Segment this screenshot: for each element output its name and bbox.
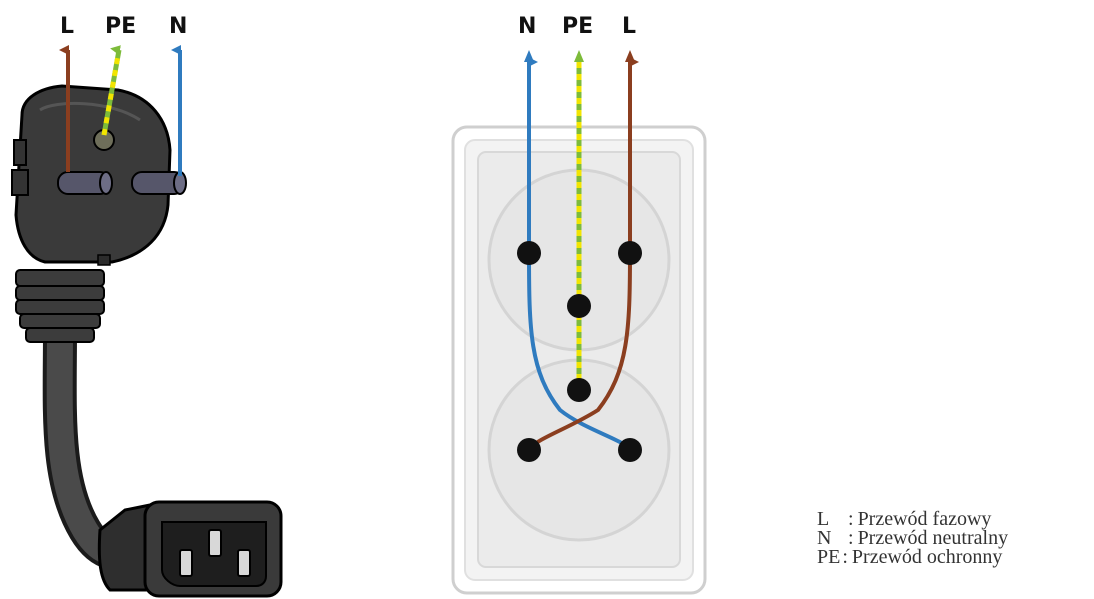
socket-earth-pin-lower <box>567 378 591 402</box>
socket-hole-n-lower <box>618 438 642 462</box>
legend-item-n: N:Przewód neutralny <box>817 527 1087 549</box>
legend-item-l: L:Przewód fazowy <box>817 508 1087 530</box>
legend: L:Przewód fazowy N:Przewód neutralny PE:… <box>817 508 1087 568</box>
socket-label-n: N <box>518 14 536 39</box>
legend-item-pe: PE:Przewód ochronny <box>817 546 1087 568</box>
socket-label-pe: PE <box>562 14 593 39</box>
iec-connector-icon <box>97 500 283 598</box>
legend-code: N <box>817 527 832 549</box>
legend-separator: : <box>848 527 854 549</box>
legend-code: L <box>817 508 830 530</box>
socket-wire-l <box>527 57 639 452</box>
plug-label-pe: PE <box>105 14 136 39</box>
socket-contacts <box>517 241 642 462</box>
socket-hole-l-upper <box>618 241 642 265</box>
plug-label-l: L <box>60 14 74 39</box>
legend-text: Przewód neutralny <box>857 527 1009 549</box>
socket-hole-l-lower <box>517 438 541 462</box>
legend-text: Przewód fazowy <box>857 508 992 530</box>
socket-label-l: L <box>622 14 636 39</box>
socket-wire-n <box>527 57 632 452</box>
plug-label-n: N <box>169 14 187 39</box>
legend-separator: : <box>842 546 848 568</box>
schuko-plug-icon <box>11 84 187 571</box>
plug-wires <box>59 45 182 176</box>
socket-wires <box>524 50 639 452</box>
socket-hole-n-upper <box>517 241 541 265</box>
legend-code: PE <box>817 546 841 568</box>
legend-separator: : <box>848 508 854 530</box>
plug-strain-relief <box>15 269 105 343</box>
legend-text: Przewód ochronny <box>851 546 1003 568</box>
socket-earth-pin-upper <box>567 294 591 318</box>
